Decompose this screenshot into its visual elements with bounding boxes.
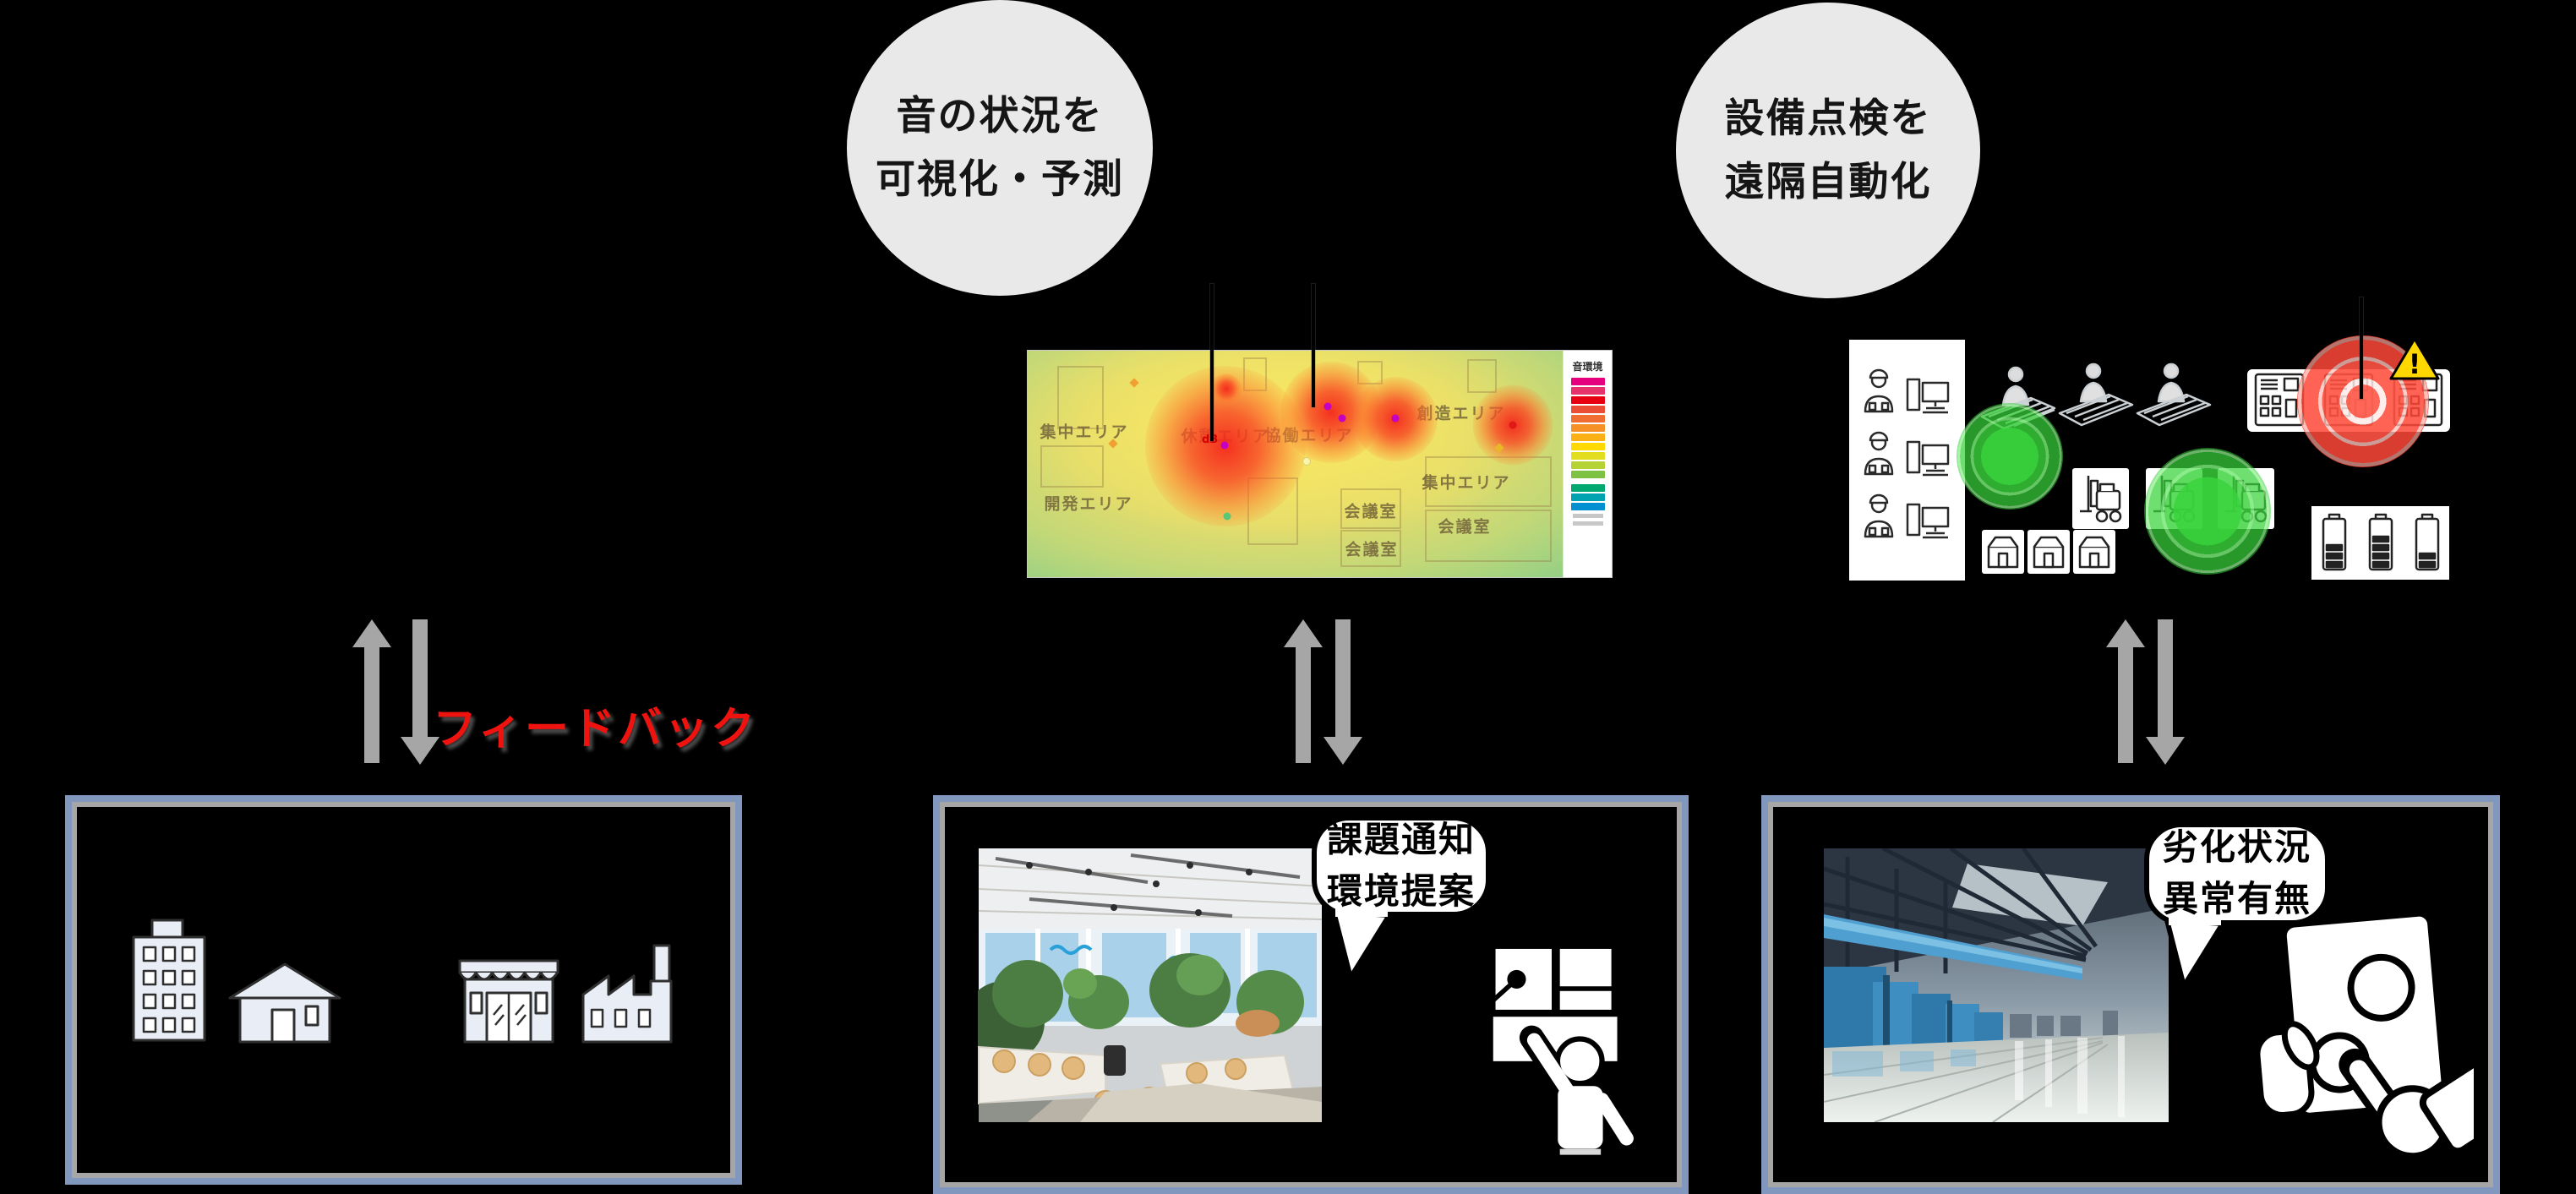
status-radar-ok-icon [1957,403,2063,510]
legend-swatch [1570,503,1605,510]
legend-title: 音環境 [1572,361,1603,373]
factory-monitoring-map: ! [1848,335,2450,583]
callout-line-heatmap-2 [1312,284,1315,407]
badge-sound-visualization: 音の状況を 可視化・予測 [847,0,1153,296]
shop-icon [458,959,559,1044]
battery-icons [2322,513,2440,571]
heatmap-floor-plan: 集中エリア 開発エリア 休憩エリア 協働エリア 創造エリア 集中エリア 会議室 … [1028,351,1564,577]
sound-heatmap-image: 集中エリア 開発エリア 休憩エリア 協働エリア 創造エリア 集中エリア 会議室 … [1027,350,1613,578]
arrow-down-icon [401,619,439,765]
box-icon [1987,536,2019,569]
hands-holding-tablet-icon [2254,910,2474,1155]
decibel-value-label: dB [1202,433,1218,446]
sites-panel [65,795,742,1185]
legend-swatch [1570,471,1605,478]
callout-line-factory-alert [2360,297,2363,399]
legend-swatch [1570,484,1605,492]
worker-with-pc-icon [1864,368,1950,414]
legend-swatch [1570,433,1605,441]
legend-swatch [1570,415,1605,423]
office-panel: 課題通知 環境提案 [933,795,1689,1194]
sensor-dot [1302,457,1311,466]
sensor-dot [1509,421,1517,429]
sensor-dot [1220,441,1229,450]
area-label: 集中エリア [1422,473,1511,493]
house-icon [228,962,341,1044]
factory-bubble-tail [2164,917,2225,989]
noise-hotspot [1211,373,1242,404]
sensor-dot [1223,512,1231,521]
box-icon [2078,536,2110,569]
bubble-office-line1: 課題通知 [1326,819,1476,861]
forklift-icon [2080,476,2122,523]
legend-swatch [1570,378,1605,385]
area-label: 集中エリア [1040,423,1129,442]
legend-swatch [1570,493,1605,501]
badge-inspection-line1: 設備点検を [1724,95,1932,142]
area-label: 開発エリア [1044,494,1133,514]
area-label: 会議室 [1438,517,1492,537]
badge-sound-line2: 可視化・予測 [876,156,1124,203]
badge-inspection-line2: 遠隔自動化 [1724,159,1932,205]
worker-with-pc-icon [1864,493,1950,539]
office-building-icon [132,919,206,1042]
warning-icon: ! [2389,337,2440,380]
legend-footnote [1572,521,1603,526]
sensor-dot [1129,378,1139,388]
feedback-label: フィードバック [433,704,757,755]
bubble-factory-line2: 異常有無 [2162,878,2311,919]
factory-speech-bubble: 劣化状況 異常有無 [2144,822,2330,925]
arrow-down-icon [1323,619,1362,765]
person-at-window-icon [1491,948,1641,1155]
legend-footnote [1572,514,1603,518]
factory-photo [1824,848,2169,1122]
legend-swatch [1570,461,1605,469]
arrow-down-icon [2146,619,2185,765]
box-icon [2033,536,2065,569]
arrow-up-icon [352,619,391,765]
assembly-line-workers-icon [1980,363,2212,430]
legend-swatch [1570,424,1605,432]
factory-panel: 劣化状況 異常有無 [1761,795,2500,1194]
office-speech-bubble: 課題通知 環境提案 [1312,815,1491,917]
area-label: 会議室 [1345,540,1399,559]
legend-swatch [1570,443,1605,450]
legend-swatch [1570,396,1605,404]
office-bubble-tail [1331,908,1392,980]
bubble-office-line2: 環境提案 [1326,870,1476,912]
bubble-factory-line1: 劣化状況 [2162,826,2311,869]
heatmap-legend: 音環境 [1563,351,1612,577]
warning-exclamation: ! [2409,348,2421,380]
badge-sound-line1: 音の状況を [896,92,1104,139]
callout-line-heatmap-1 [1210,284,1214,441]
status-radar-ok-icon [2144,448,2271,575]
area-label: 会議室 [1344,502,1398,521]
legend-swatch [1570,387,1605,395]
office-photo [978,848,1323,1122]
legend-swatch [1570,452,1605,460]
sensor-dot [1323,402,1332,411]
factory-icon [581,944,673,1044]
badge-remote-inspection: 設備点検を 遠隔自動化 [1676,3,1980,298]
legend-swatch [1570,406,1605,413]
arrow-up-icon [2106,619,2145,765]
sensor-dot [1391,414,1400,423]
worker-with-pc-icon [1864,431,1950,477]
arrow-up-icon [1284,619,1323,765]
sensor-dot [1338,414,1346,423]
